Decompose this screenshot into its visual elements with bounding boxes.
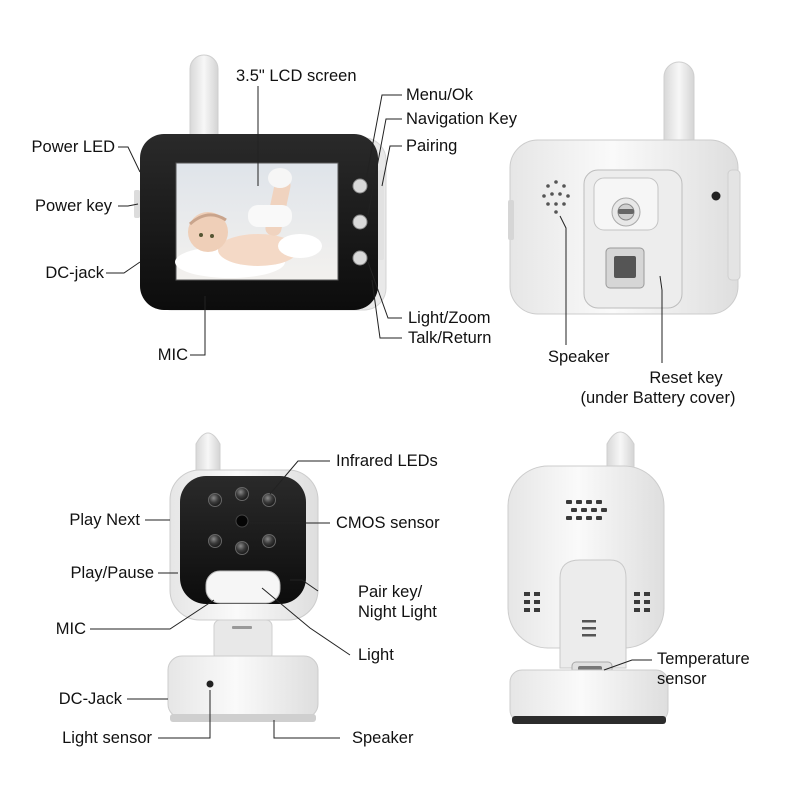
camera-back-stand <box>559 559 627 669</box>
label-reset-key-note: (under Battery cover) <box>580 389 736 407</box>
camera-base <box>167 655 319 719</box>
monitor-back <box>508 61 741 315</box>
camera-back-vent-right <box>634 592 650 612</box>
navigation-key[interactable] <box>352 214 368 230</box>
camera-back-vent-top <box>566 500 607 520</box>
label-temperature-sensor: sensor <box>657 670 707 688</box>
monitor-front-leaders <box>106 86 402 356</box>
label-dc-jack-camera: DC-Jack <box>58 690 122 708</box>
menu-ok-button[interactable] <box>352 178 368 194</box>
night-light-panel[interactable] <box>205 570 281 604</box>
label-lcd-screen: 3.5" LCD screen <box>236 67 357 85</box>
light-sensor-dot <box>206 680 214 688</box>
baby-photo <box>175 168 322 278</box>
monitor-front <box>134 54 387 311</box>
monitor-back-leaders <box>559 215 663 363</box>
label-play-pause: Play/Pause <box>70 564 154 582</box>
label-power-key: Power key <box>34 197 112 215</box>
infrared-led-array <box>208 487 276 555</box>
light-zoom-button[interactable] <box>352 250 368 266</box>
label-navigation-key: Navigation Key <box>406 110 517 128</box>
label-menu-ok: Menu/Ok <box>406 86 473 104</box>
camera-front <box>167 432 319 722</box>
camera-back-antenna <box>606 431 635 477</box>
label-temperature: Temperature <box>657 650 750 668</box>
label-power-led: Power LED <box>31 138 115 156</box>
label-talk-return: Talk/Return <box>408 329 492 347</box>
side-keys-right[interactable] <box>378 170 384 260</box>
camera-back <box>507 431 669 724</box>
camera-front-leaders <box>90 460 351 739</box>
label-mic-camera: MIC <box>55 620 86 638</box>
camera-face <box>180 476 306 604</box>
label-reset-key: Reset key <box>649 369 723 387</box>
label-mic-monitor: MIC <box>157 346 188 364</box>
label-light-zoom: Light/Zoom <box>408 309 491 327</box>
camera-back-vent-left <box>524 592 540 612</box>
label-infrared-leds: Infrared LEDs <box>336 452 438 470</box>
cmos-lens <box>235 514 249 528</box>
camera-back-leaders <box>603 659 652 671</box>
label-night-light: Night Light <box>358 603 437 621</box>
camera-back-base <box>509 669 669 723</box>
label-light: Light <box>358 646 394 664</box>
label-cmos-sensor: CMOS sensor <box>336 514 440 532</box>
label-pairing: Pairing <box>406 137 458 155</box>
label-pair-key: Pair key/ <box>358 583 423 601</box>
camera-antenna <box>195 432 221 481</box>
speaker-grille <box>542 180 570 214</box>
label-dc-jack-monitor: DC-jack <box>45 264 104 282</box>
label-play-next: Play Next <box>69 511 140 529</box>
label-light-sensor: Light sensor <box>62 729 152 747</box>
label-speaker-camera: Speaker <box>352 729 414 747</box>
label-speaker-monitor: Speaker <box>548 348 610 366</box>
